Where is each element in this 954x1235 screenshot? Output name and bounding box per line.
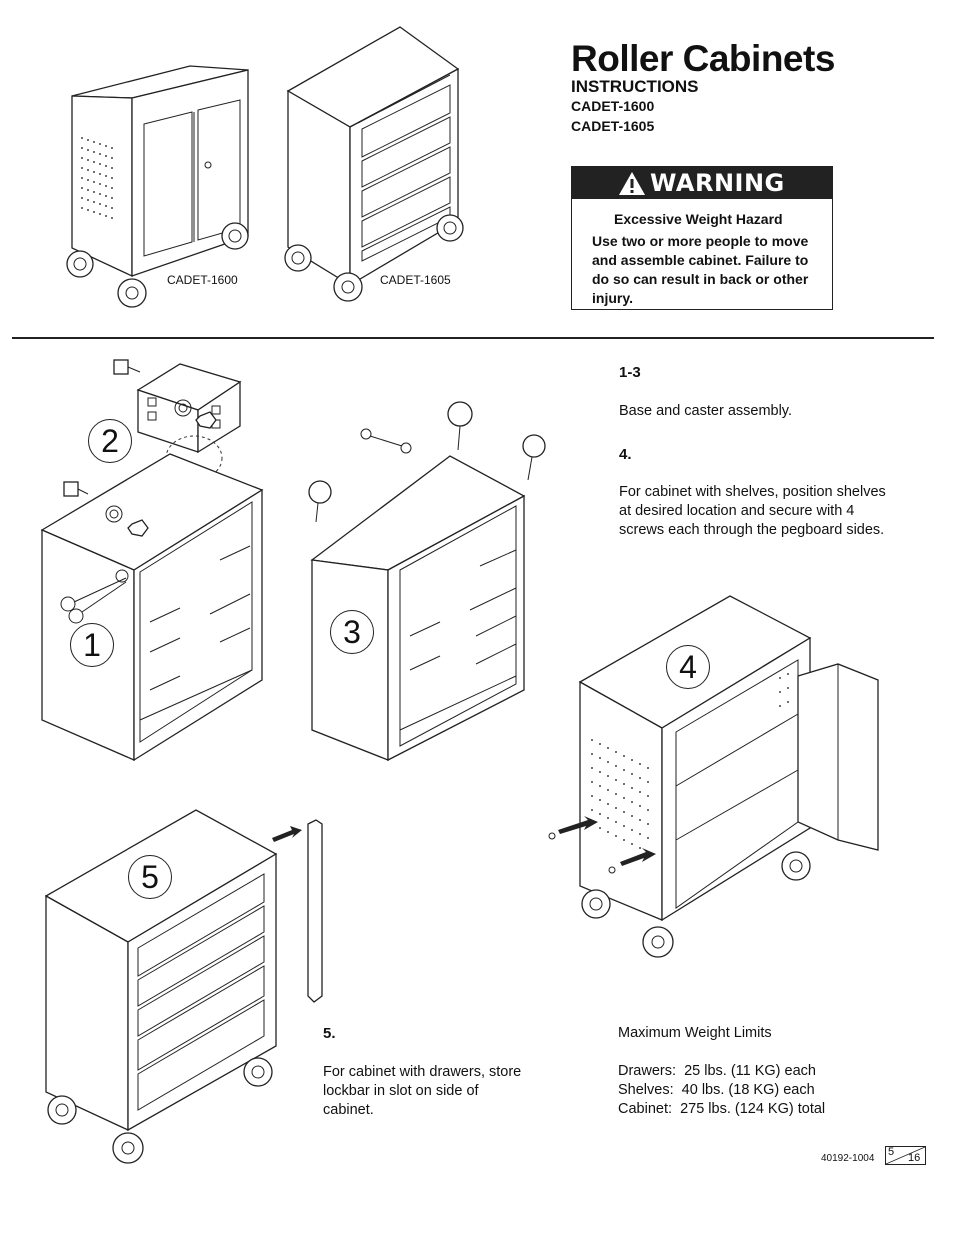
- warning-label: WARNING: [650, 169, 785, 197]
- step-5-number-circle: 5: [128, 855, 172, 899]
- step-3-number: 3: [343, 614, 361, 650]
- revision-year: 16: [908, 1152, 921, 1164]
- revision-month: 5: [888, 1146, 895, 1158]
- step-3-number-circle: 3: [330, 610, 374, 654]
- section-divider: [12, 337, 934, 339]
- step-4-illustration: [548, 595, 879, 958]
- weight-limit-drawers: Drawers: 25 lbs. (11 KG) each: [618, 1063, 816, 1079]
- step-5-number: 5: [141, 859, 159, 895]
- warning-body: Use two or more people to move and assem…: [592, 233, 809, 306]
- step-1-2-illustration: [40, 359, 264, 762]
- step-1-number: 1: [83, 627, 101, 663]
- weight-limits-heading: Maximum Weight Limits: [618, 1025, 772, 1041]
- cadet-1600-illustration: [66, 65, 249, 308]
- step-5-illustration: [44, 809, 323, 1164]
- model-number-1600: CADET-1600: [571, 98, 655, 114]
- step-2-number-circle: 2: [88, 419, 132, 463]
- doc-number: 40192-1004: [821, 1153, 875, 1164]
- page-title: Roller Cabinets: [571, 38, 835, 79]
- warning-banner: WARNING: [572, 167, 832, 199]
- step-4-number: 4: [679, 649, 697, 685]
- revision-date-box: 5 16: [885, 1146, 926, 1165]
- step-4-number-circle: 4: [666, 645, 710, 689]
- warning-heading: Excessive Weight Hazard: [614, 211, 783, 227]
- step-1-3-text: Base and caster assembly.: [619, 403, 793, 419]
- step-4-label: 4.: [619, 446, 632, 463]
- step-1-number-circle: 1: [70, 623, 114, 667]
- cadet-1605-illustration: [284, 26, 464, 302]
- warning-box: WARNING Excessive Weight Hazard Use two …: [571, 166, 833, 310]
- step-1-3-number: 1-3: [619, 364, 641, 381]
- cadet-1605-caption: CADET-1605: [380, 273, 451, 287]
- step-5-text: For cabinet with drawers, store lockbar …: [323, 1064, 522, 1118]
- model-number-1605: CADET-1605: [571, 118, 655, 134]
- step-5-label: 5.: [323, 1025, 336, 1042]
- weight-limit-shelves: Shelves: 40 lbs. (18 KG) each: [618, 1082, 815, 1098]
- page-subtitle: INSTRUCTIONS: [571, 77, 699, 96]
- step-2-number: 2: [101, 423, 119, 459]
- step-4-text: For cabinet with shelves, position shelv…: [619, 484, 886, 538]
- cadet-1600-caption: CADET-1600: [167, 273, 238, 287]
- step-3-illustration: [308, 401, 546, 762]
- warning-triangle-icon: [619, 172, 645, 195]
- weight-limit-cabinet: Cabinet: 275 lbs. (124 KG) total: [618, 1101, 826, 1117]
